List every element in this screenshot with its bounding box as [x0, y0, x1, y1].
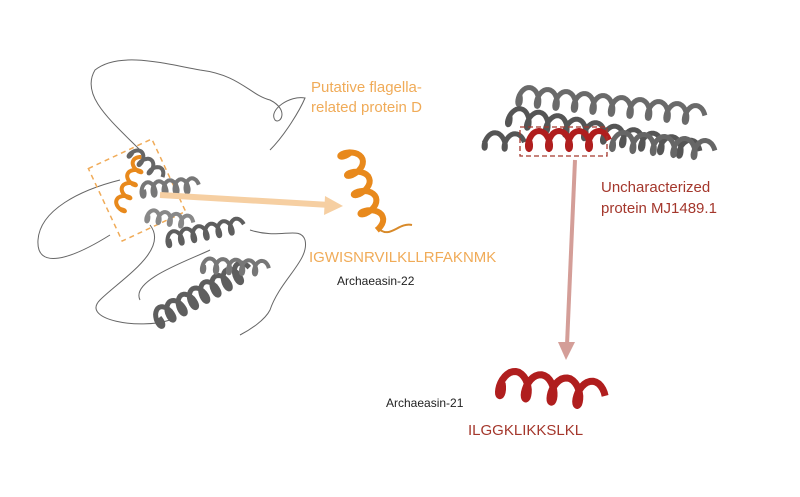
- helix-gray: [515, 85, 708, 125]
- helix-red-segment: [525, 128, 612, 152]
- helix-archaeasin-21: [495, 368, 609, 409]
- mj1489-label-line1: Uncharacterized: [601, 179, 711, 196]
- arrow-orange-head: [324, 196, 343, 215]
- dashed-selection-box-orange: [87, 137, 187, 243]
- protein-d-label-line1: Putative flagella-: [311, 79, 422, 96]
- archaeasin-22-sequence: IGWISNRVILKLLRFAKNMK: [309, 249, 497, 266]
- arrow-red-head: [558, 342, 575, 360]
- helix-orange-embedded: [114, 155, 144, 214]
- archaeasin-22-name: Archaeasin-22: [337, 274, 415, 288]
- arrow-orange: [159, 192, 331, 208]
- helix-gray: [165, 216, 246, 249]
- dashed-selection-box-red: [519, 126, 608, 157]
- helix-gray: [139, 176, 201, 199]
- archaeasin-21-name: Archaeasin-21: [386, 396, 464, 410]
- helix-gray: [144, 208, 196, 229]
- mj1489-label-line2: protein MJ1489.1: [601, 200, 717, 217]
- helix-gray: [199, 256, 271, 277]
- arrow-red: [565, 159, 577, 346]
- helix-gray: [481, 130, 527, 152]
- helix-archaeasin-22: [337, 149, 387, 233]
- helix-gray: [126, 148, 166, 178]
- orange-peptide-tail: [377, 223, 413, 234]
- protein-loop-chain: [37, 59, 307, 336]
- helix-gray: [153, 260, 252, 329]
- helix-gray: [609, 130, 718, 160]
- archaeasin-21-sequence: ILGGKLIKKSLKL: [468, 422, 584, 439]
- protein-d-label-line2: related protein D: [311, 99, 422, 116]
- flagella-protein-structure: [37, 59, 307, 336]
